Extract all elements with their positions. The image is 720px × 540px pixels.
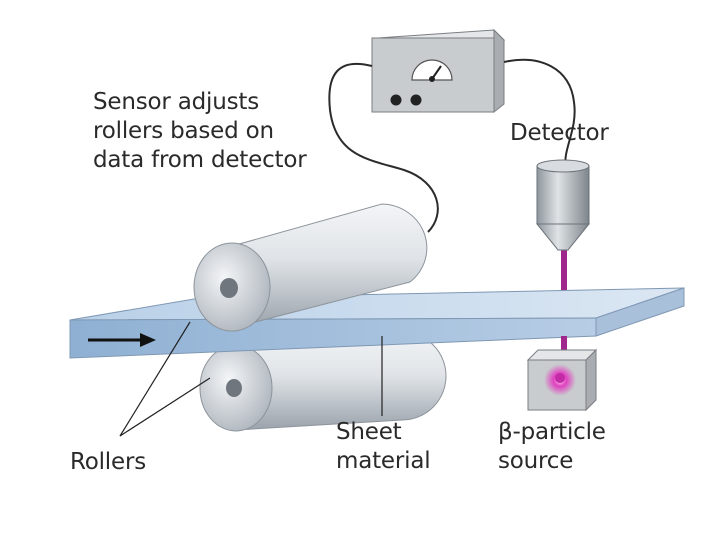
- detector-wire: [503, 58, 576, 169]
- sheet-label-line-1: Sheet: [336, 419, 402, 445]
- beta-source: [526, 348, 598, 412]
- meter-knob-icon: [410, 94, 422, 106]
- meter-box: [371, 28, 506, 114]
- sensor-wire: [328, 62, 439, 233]
- meter-knob-icon: [390, 94, 402, 106]
- upper-roller: [193, 203, 428, 332]
- sensor-label-line-1: Sensor adjusts: [93, 89, 259, 115]
- sheet-label-line-2: material: [336, 448, 431, 474]
- detector-label: Detector: [510, 120, 609, 146]
- source-label-line-2: source: [498, 448, 574, 474]
- beta-beam: [561, 242, 567, 298]
- rollers-leader-line: [119, 377, 211, 437]
- sensor-label-line-3: data from detector: [93, 147, 307, 173]
- meter-dial-icon: [411, 59, 453, 81]
- rollers-leader-line: [119, 321, 191, 437]
- direction-arrow-icon: [88, 333, 156, 347]
- detector: [535, 159, 591, 251]
- sheet-label: Sheet material: [336, 418, 431, 476]
- source-label-line-1: β-particle: [498, 419, 606, 445]
- sensor-label: Sensor adjusts rollers based on data fro…: [93, 88, 307, 175]
- rollers-label: Rollers: [70, 449, 146, 475]
- source-label: β-particle source: [498, 418, 606, 476]
- lower-roller: [199, 331, 447, 432]
- sensor-label-line-2: rollers based on: [93, 118, 274, 144]
